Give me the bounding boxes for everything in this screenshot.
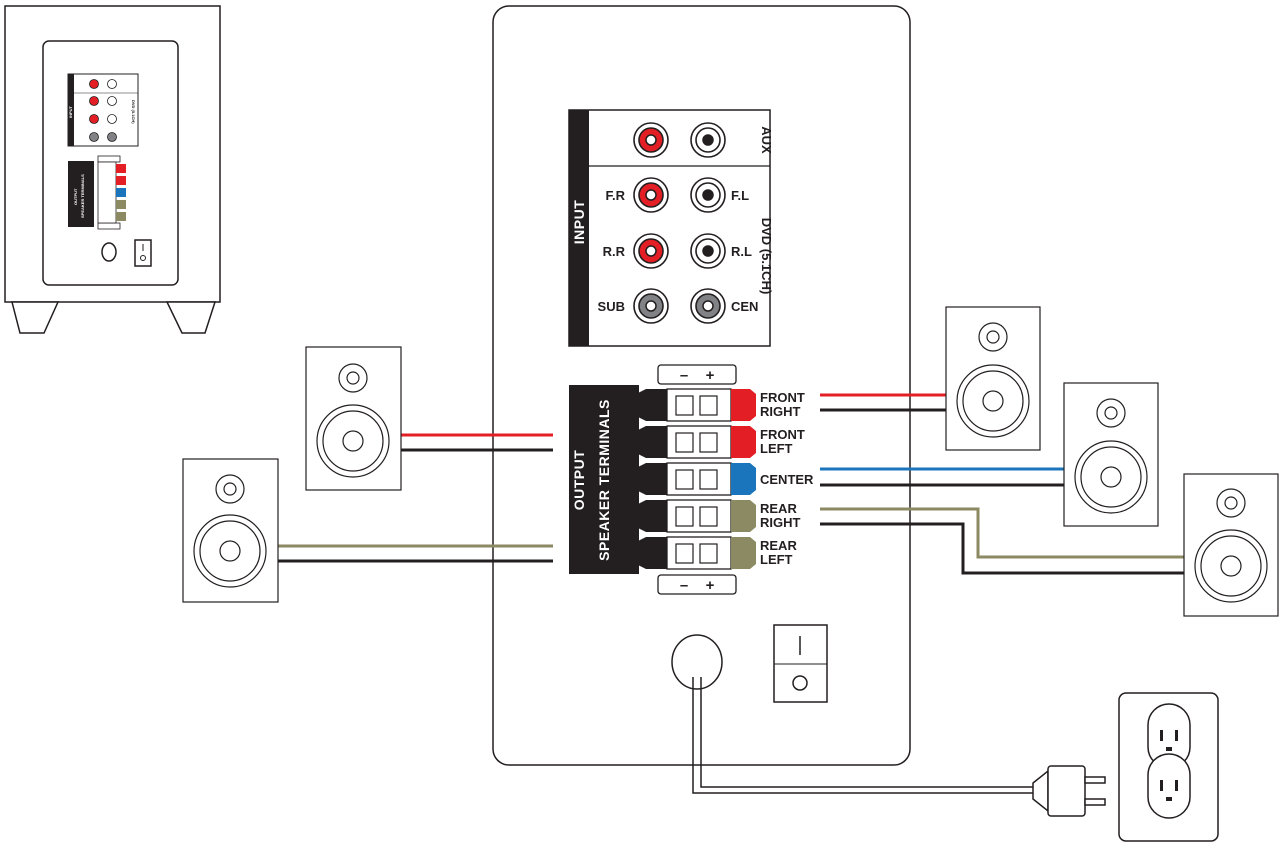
speaker-center [1063,382,1159,527]
speaker-terminal-0[interactable] [638,388,756,422]
subwoofer-thumbnail [4,5,221,334]
polarity-minus-bottom: – [680,577,688,594]
speaker-wires [277,393,1184,575]
output-panel: OUTPUT SPEAKER TERMINALS – + – + [569,364,756,595]
polarity-minus-top: – [680,367,688,384]
power-cord-grommet [671,634,723,690]
thumb-input-label: INPUT [68,105,73,118]
thumb-terminals-label: SPEAKER TERMINALS [80,174,85,218]
input-panel: INPUT AUX DVD (5.1CH) F.R F.L R.R R.L SUB CEN [568,109,774,347]
polarity-plus-bottom: + [706,577,715,594]
speaker-front-right [945,306,1041,451]
speaker-terminal-4[interactable] [638,536,756,570]
power-plug-icon [1032,765,1106,817]
terminal-labels: FRONTRIGHTFRONTLEFTCENTERREARRIGHTREARLE… [760,390,814,567]
speaker-rear-right [1183,473,1279,617]
speaker-terminal-3[interactable] [638,499,756,533]
terminal-label-4-line2: LEFT [760,552,793,567]
input-side-label: INPUT [571,200,587,245]
jack-label-left-1: F.R [606,188,626,203]
wall-outlet-icon [1118,692,1219,842]
terminal-label-4-line1: REAR [760,538,797,553]
jack-label-right-1: F.L [731,188,749,203]
terminal-label-0-line2: RIGHT [760,404,801,419]
jack-group: F.R F.L R.R R.L SUB CEN [598,122,758,324]
rca-jack-right-1 [690,177,726,213]
speaker-rear-left [182,458,279,603]
terminal-label-1-line1: FRONT [760,427,805,442]
terminal-label-2-line1: CENTER [760,472,814,487]
jack-label-left-3: SUB [598,299,625,314]
terminal-group [638,388,756,570]
aux-label: AUX [759,126,774,154]
terminal-label-1-line2: LEFT [760,441,793,456]
rca-jack-left-3 [633,288,669,324]
thumbnail-labels: INPUT DVD (5.1CH) OUTPUT SPEAKER TERMINA… [68,100,136,218]
rca-jack-right-2 [690,233,726,269]
jack-label-right-2: R.L [731,244,752,259]
polarity-plus-top: + [706,367,715,384]
thumb-output-label: OUTPUT [73,188,78,205]
terminal-label-3-line2: RIGHT [760,515,801,530]
rca-jack-left-2 [633,233,669,269]
speaker-terminal-2[interactable] [638,462,756,496]
rca-jack-left-0 [633,122,669,158]
terminal-label-3-line1: REAR [760,501,797,516]
jack-label-left-2: R.R [603,244,626,259]
rca-jack-right-0 [690,122,726,158]
dvd-label: DVD (5.1CH) [759,218,774,295]
power-cord [692,677,1035,794]
terminal-label-0-line1: FRONT [760,390,805,405]
output-side-label: OUTPUT [571,450,587,511]
jack-label-right-3: CEN [731,299,758,314]
rca-jack-left-1 [633,177,669,213]
wire-rear-right-plus [820,507,1184,559]
speaker-terminals-label: SPEAKER TERMINALS [596,399,612,561]
wire-rear-right-minus [820,522,1184,575]
speaker-front-left [305,346,402,491]
thumb-dvd-label: DVD (5.1CH) [131,100,136,124]
rca-jack-right-3 [690,288,726,324]
power-switch[interactable] [773,624,828,703]
speaker-terminal-1[interactable] [638,425,756,459]
